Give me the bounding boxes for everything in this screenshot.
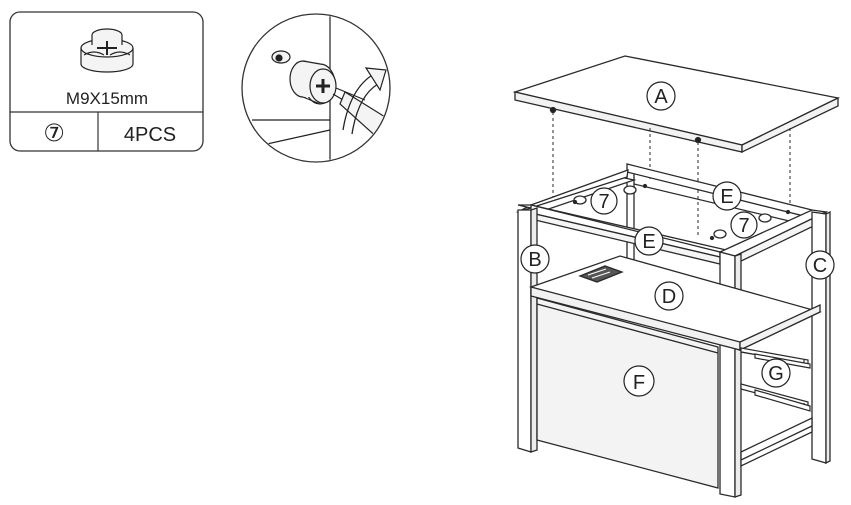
top-panel-a xyxy=(512,55,841,154)
part-number-label: ⑦ xyxy=(43,119,65,147)
cam-icon xyxy=(289,60,337,105)
label-7-right: 7 xyxy=(730,211,758,239)
label-b: B xyxy=(520,244,550,274)
svg-text:C: C xyxy=(813,255,827,277)
cabinet-panel-f xyxy=(536,297,719,489)
furniture-assembly xyxy=(512,55,841,498)
part-quantity-label: 4PCS xyxy=(124,124,176,146)
svg-text:D: D xyxy=(662,286,676,308)
svg-text:F: F xyxy=(633,372,645,394)
cam-lock-detail-view xyxy=(241,13,391,163)
frame-cam-locks xyxy=(572,183,791,241)
svg-text:B: B xyxy=(528,249,541,271)
label-d: D xyxy=(654,281,684,311)
label-e-front: E xyxy=(634,226,664,256)
label-e-back: E xyxy=(712,181,742,211)
grommet-slot xyxy=(578,265,624,283)
svg-text:E: E xyxy=(720,186,733,208)
part-info-box: M9X15mm ⑦ 4PCS xyxy=(9,11,204,152)
part-labels: A B C D E E F G xyxy=(520,81,835,397)
label-a: A xyxy=(646,81,676,111)
leg-c xyxy=(811,210,831,465)
svg-text:G: G xyxy=(768,363,784,385)
label-f: F xyxy=(623,365,655,397)
svg-text:E: E xyxy=(642,231,655,253)
label-g: G xyxy=(761,358,791,388)
svg-text:A: A xyxy=(654,86,668,108)
rotate-arrow-icon xyxy=(342,67,387,135)
label-7-left: 7 xyxy=(590,187,618,215)
svg-text:7: 7 xyxy=(738,215,749,237)
cam-lock-icon xyxy=(80,28,134,73)
label-c: C xyxy=(805,250,835,280)
part-size-label: M9X15mm xyxy=(66,89,148,108)
svg-text:7: 7 xyxy=(598,191,609,213)
screw-icon xyxy=(271,50,291,64)
